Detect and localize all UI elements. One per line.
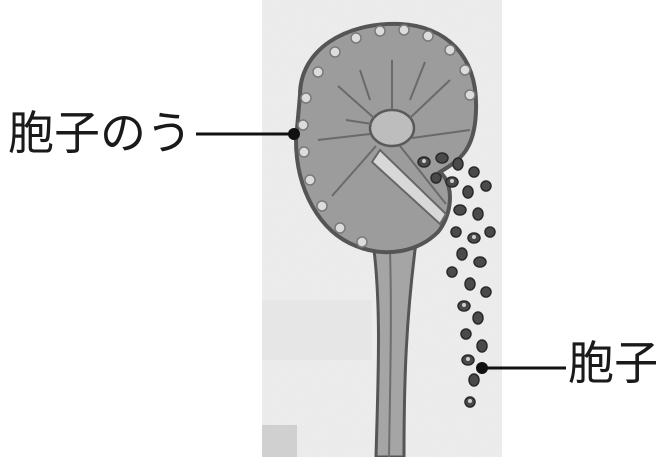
spore-leader-dot bbox=[476, 362, 488, 374]
photo-corner-shadow bbox=[262, 425, 297, 457]
sporangium-label: 胞子のう bbox=[8, 110, 192, 156]
spore-label: 胞子 bbox=[568, 340, 656, 386]
photo-smudge bbox=[262, 300, 372, 360]
sporangium-leader-dot bbox=[288, 128, 300, 140]
columella bbox=[370, 110, 414, 146]
